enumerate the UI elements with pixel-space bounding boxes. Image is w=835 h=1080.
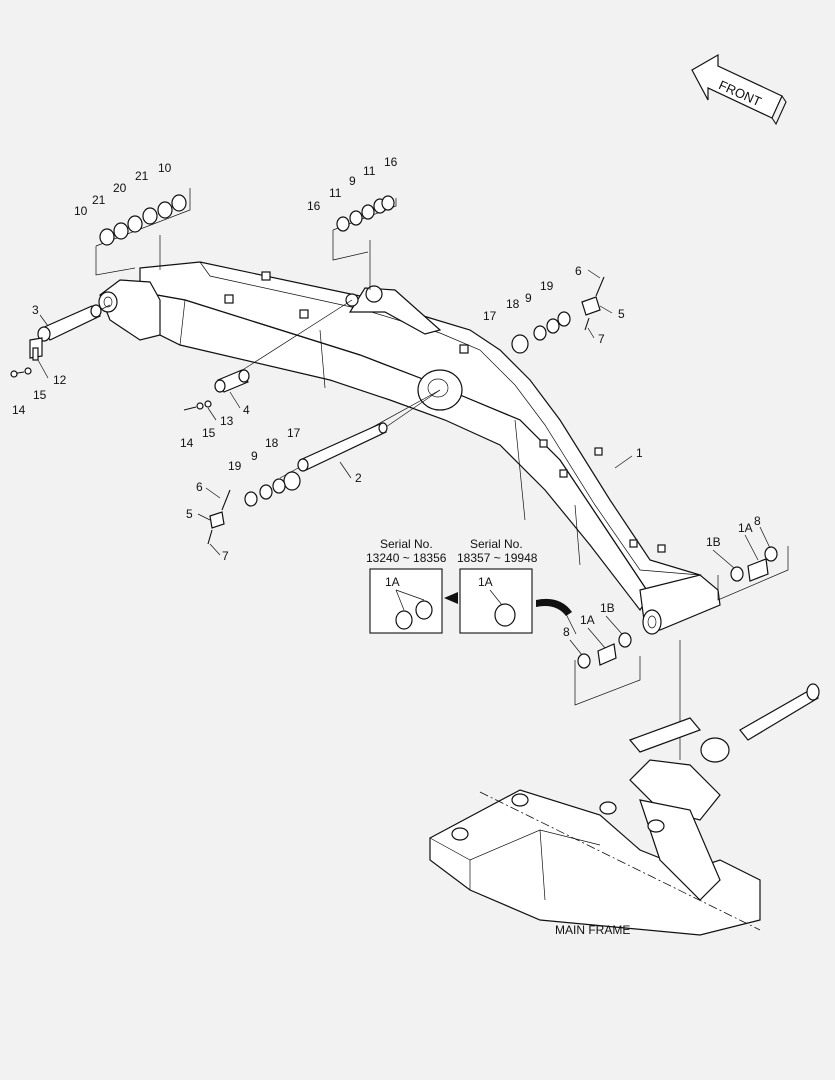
callout-16-a: 16	[307, 199, 321, 213]
callout-1a-inset-a: 1A	[385, 575, 400, 589]
serial-inset-b	[459, 568, 533, 634]
washer-15a	[24, 367, 32, 375]
callout-10-a: 10	[74, 204, 88, 218]
pin-3	[29, 304, 102, 359]
callout-14-a: 14	[12, 403, 26, 417]
front-arrow-icon: FRONT	[691, 53, 787, 126]
callout-8-left: 8	[563, 625, 570, 639]
callout-14-b: 14	[180, 436, 194, 450]
callout-1a-inset-b: 1A	[478, 575, 493, 589]
bolt-14b	[183, 406, 197, 411]
serial-range-b: 18357 ~ 19948	[457, 551, 538, 565]
washer-15b	[196, 402, 204, 410]
callout-21-b: 21	[135, 169, 149, 183]
callout-1a-left: 1A	[580, 613, 595, 627]
bolt-14a	[10, 370, 25, 378]
plate-12	[32, 347, 39, 361]
bushing-group-right	[717, 546, 789, 601]
washer-13	[204, 400, 212, 408]
callout-17-top: 17	[483, 309, 497, 323]
callout-3: 3	[32, 303, 39, 317]
callout-19-top: 19	[540, 279, 554, 293]
callout-17-bot: 17	[287, 426, 301, 440]
callout-13: 13	[220, 414, 234, 428]
serial-heading-a: Serial No.	[380, 537, 433, 551]
callout-19-bot: 19	[228, 459, 242, 473]
callout-15-a: 15	[33, 388, 47, 402]
callout-18-top: 18	[506, 297, 520, 311]
callout-9-mid: 9	[525, 291, 532, 305]
pin-keeper-group-top	[511, 276, 605, 354]
callouts: 1 1A 1A 1A 1A 1B 1B 2 3 4 5 5 6 6 7 7 8 …	[12, 155, 761, 639]
callout-15-b: 15	[202, 426, 216, 440]
callout-11-a: 11	[329, 186, 342, 200]
arrow-icon	[444, 592, 572, 616]
serial-heading-b: Serial No.	[470, 537, 523, 551]
shim-group-mid	[332, 195, 397, 261]
callout-1b-right: 1B	[706, 535, 721, 549]
callout-7-top: 7	[598, 332, 605, 346]
callout-10-b: 10	[158, 161, 172, 175]
callout-5-bot: 5	[186, 507, 193, 521]
callout-1a-right: 1A	[738, 521, 753, 535]
pin-2	[297, 422, 388, 472]
callout-6-bot: 6	[196, 480, 203, 494]
callout-16-b: 16	[384, 155, 398, 169]
callout-9-top: 9	[349, 174, 356, 188]
bushing-group-left	[574, 632, 641, 706]
callout-21-a: 21	[92, 193, 106, 207]
pin-4	[214, 369, 250, 393]
callout-9-bot: 9	[251, 449, 258, 463]
serial-inset-a	[369, 568, 443, 634]
callout-8-right: 8	[754, 514, 761, 528]
callout-20: 20	[113, 181, 127, 195]
pin-keeper-group-bottom	[207, 471, 301, 545]
callout-1: 1	[636, 446, 643, 460]
callout-1b-left: 1B	[600, 601, 615, 615]
callout-7-bot: 7	[222, 549, 229, 563]
serial-range-a: 13240 ~ 18356	[366, 551, 447, 565]
callout-4: 4	[243, 403, 250, 417]
callout-11-b: 11	[363, 164, 376, 178]
callout-leaders	[37, 269, 771, 656]
boom-body	[98, 261, 721, 635]
callout-6-top: 6	[575, 264, 582, 278]
main-frame-label: MAIN FRAME	[555, 923, 630, 937]
main-frame	[429, 683, 820, 936]
callout-18-bot: 18	[265, 436, 279, 450]
callout-5-top: 5	[618, 307, 625, 321]
callout-2: 2	[355, 471, 362, 485]
text-labels: Serial No. 13240 ~ 18356 Serial No. 1835…	[366, 537, 630, 937]
shim-group-left	[95, 188, 191, 276]
callout-12: 12	[53, 373, 67, 387]
